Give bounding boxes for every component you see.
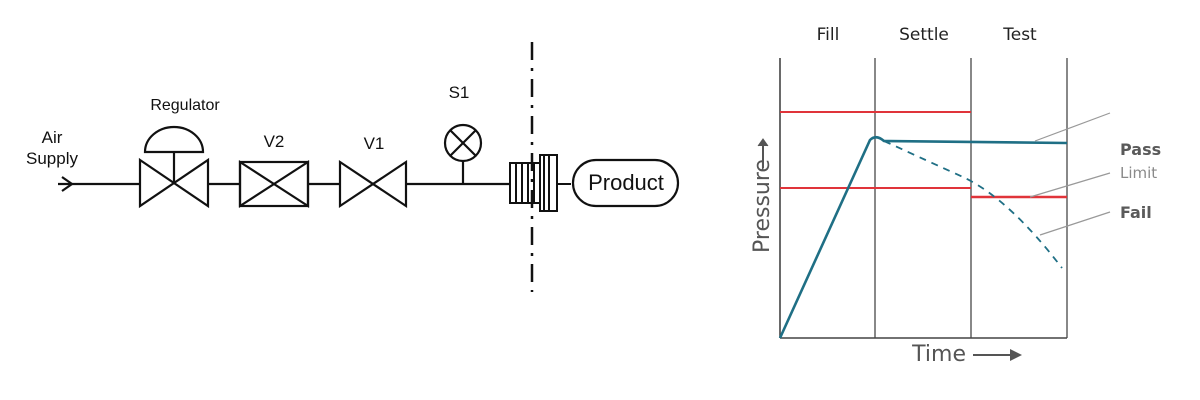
fail-label: Fail bbox=[1120, 203, 1152, 222]
regulator-label: Regulator bbox=[150, 97, 220, 114]
pass-pressure-curve bbox=[778, 135, 1068, 339]
limit-label: Limit bbox=[1120, 164, 1157, 182]
air-inlet-arrow-icon bbox=[61, 176, 74, 192]
fail-leader-line bbox=[1039, 211, 1111, 236]
valve-v1-label: V1 bbox=[364, 134, 385, 153]
x-axis-label: Time bbox=[911, 342, 966, 367]
valve-v2-label: V2 bbox=[264, 132, 285, 151]
test-connector-fitting bbox=[509, 154, 571, 212]
phase-label-test: Test bbox=[1002, 25, 1037, 45]
product-label: Product bbox=[588, 170, 664, 195]
phase-label-fill: Fill bbox=[817, 25, 840, 45]
pressure-decay-graph: Fill Settle Test Pass Limit bbox=[750, 25, 1161, 367]
y-axis-arrow-icon bbox=[757, 138, 769, 168]
fail-pressure-curve bbox=[883, 140, 1063, 269]
valve-v2 bbox=[238, 159, 310, 209]
air-supply-label-line1: Air bbox=[42, 128, 63, 147]
x-axis-arrow-icon bbox=[973, 349, 1022, 361]
y-axis-title: Pressure bbox=[750, 159, 775, 253]
limit-leader-line bbox=[1029, 172, 1111, 198]
y-axis-label: Pressure bbox=[750, 159, 775, 253]
product-vessel bbox=[571, 158, 680, 208]
sensor-s1-label: S1 bbox=[449, 83, 470, 102]
leak-test-schematic: Air Supply Regulator V2 V1 bbox=[26, 42, 680, 292]
air-supply-label-line2: Supply bbox=[26, 149, 78, 168]
regulator-valve bbox=[138, 125, 210, 209]
pass-label: Pass bbox=[1120, 140, 1161, 159]
phase-label-settle: Settle bbox=[899, 25, 949, 45]
valve-v1 bbox=[338, 159, 408, 209]
pressure-sensor-s1 bbox=[443, 123, 483, 184]
pass-leader-line bbox=[1034, 112, 1111, 142]
